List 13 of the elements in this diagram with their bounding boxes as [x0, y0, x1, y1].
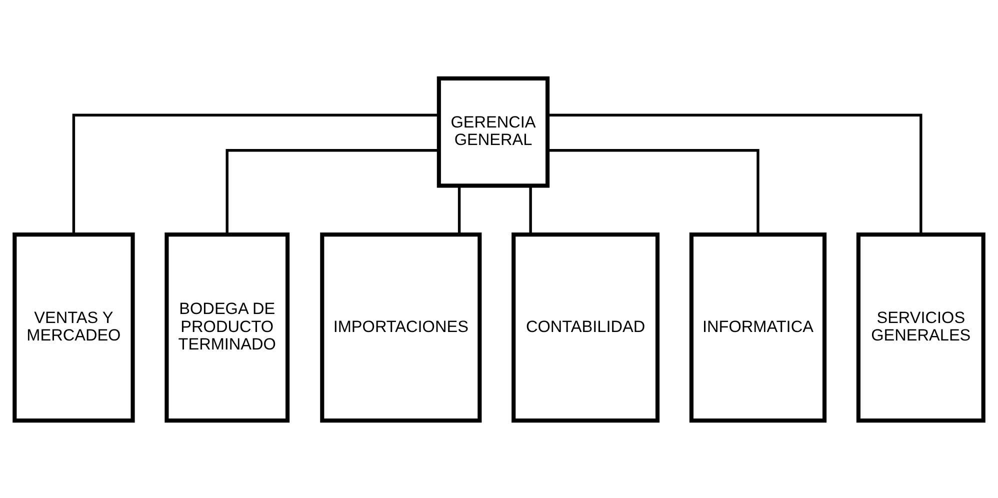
node-box: CONTABILIDAD — [512, 232, 660, 422]
node-box: VENTAS Y MERCADEO — [12, 232, 135, 422]
node-box: INFORMATICA — [689, 232, 827, 422]
node-box: IMPORTACIONES — [320, 232, 482, 422]
connector — [548, 148, 760, 234]
connector — [529, 186, 532, 234]
connector — [72, 113, 439, 234]
node-box: SERVICIOS GENERALES — [856, 232, 986, 422]
connector — [458, 186, 461, 234]
connector — [226, 148, 439, 234]
connector — [548, 113, 922, 234]
node-box: BODEGA DE PRODUCTO TERMINADO — [164, 232, 290, 422]
node-box: GERENCIA GENERAL — [436, 76, 550, 188]
